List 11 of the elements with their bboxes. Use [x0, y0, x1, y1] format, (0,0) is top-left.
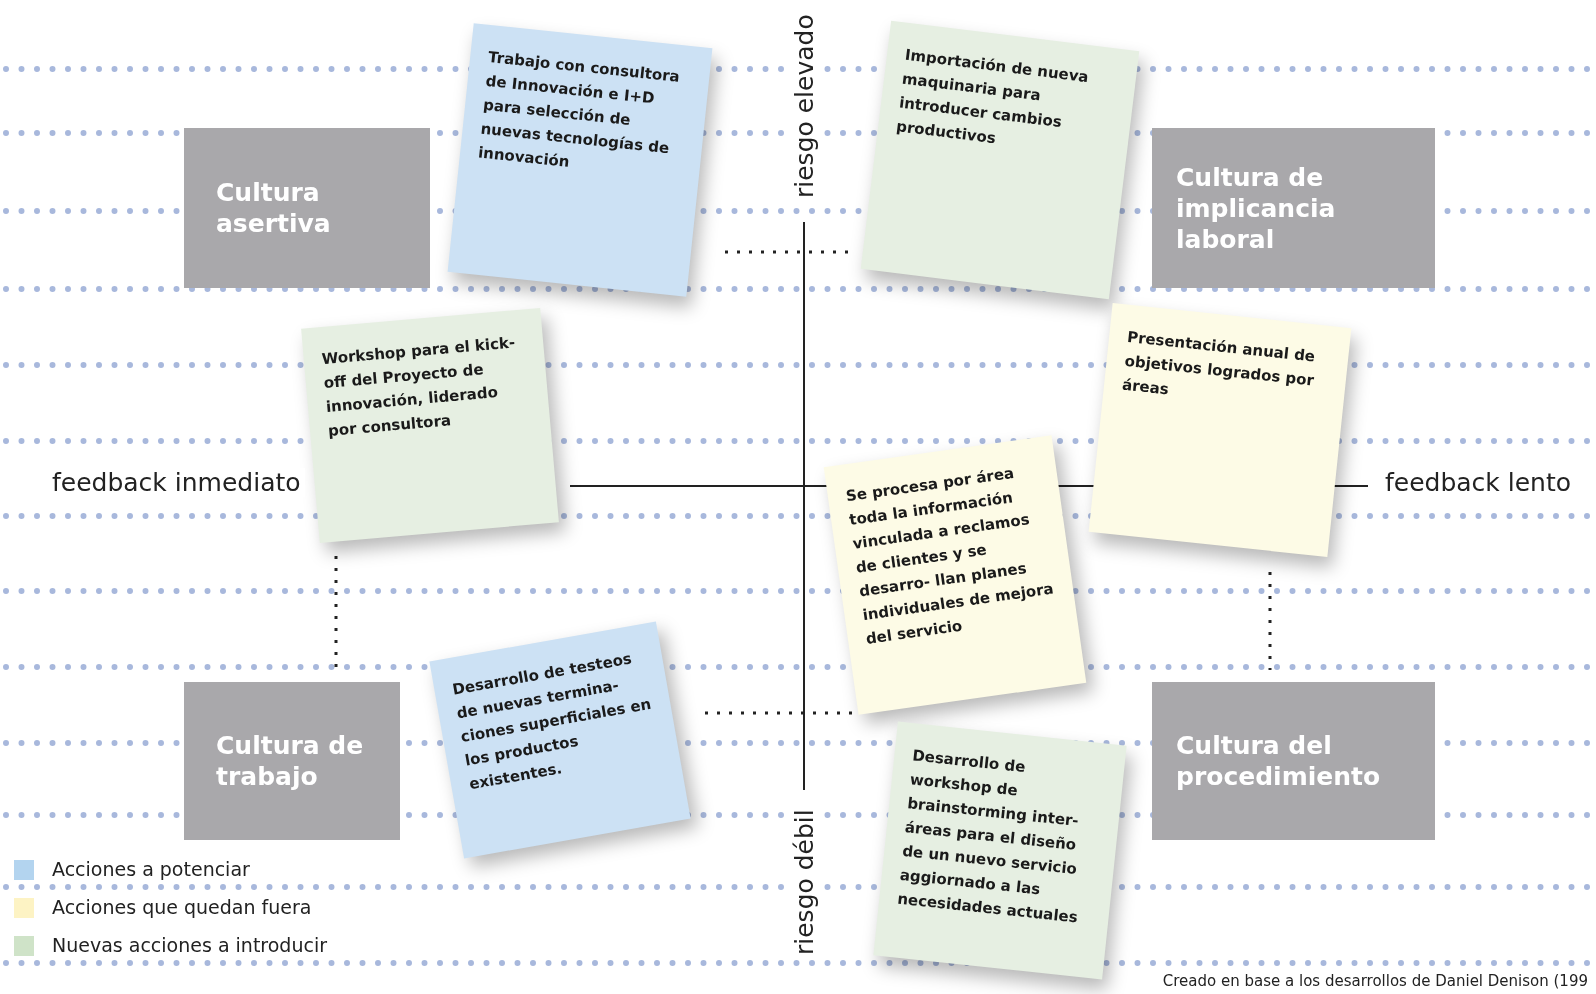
legend-label: Acciones a potenciar	[49, 858, 253, 880]
sticky-note: Importación de nueva maquinaria para introducer cambios productivos	[860, 20, 1140, 300]
sticky-note: Trabajo con consultora de Innovación e I+D para selección de nuevas tecnologías de innovación	[447, 23, 713, 297]
sticky-note: Workshop para el kick-off del Proyecto de innovación, liderado por consultora	[301, 307, 559, 543]
source-caption: Creado en base a los desarrollos de Daniel Denison (199	[1162, 972, 1588, 990]
culture-panel: Cultura de trabajo	[184, 682, 400, 840]
sticky-note: Presentación anual de objetivos logrados por áreas	[1088, 303, 1352, 557]
culture-panel: Cultura del procedimiento	[1152, 682, 1435, 840]
sticky-note: Se procesa por área toda la información vinculada a reclamos de clientes y se desarro- llan planes individuales de mejora del servicio	[823, 435, 1087, 715]
culture-panel: Cultura de implicancia laboral	[1152, 128, 1435, 288]
culture-panel: Cultura asertiva	[184, 128, 430, 288]
